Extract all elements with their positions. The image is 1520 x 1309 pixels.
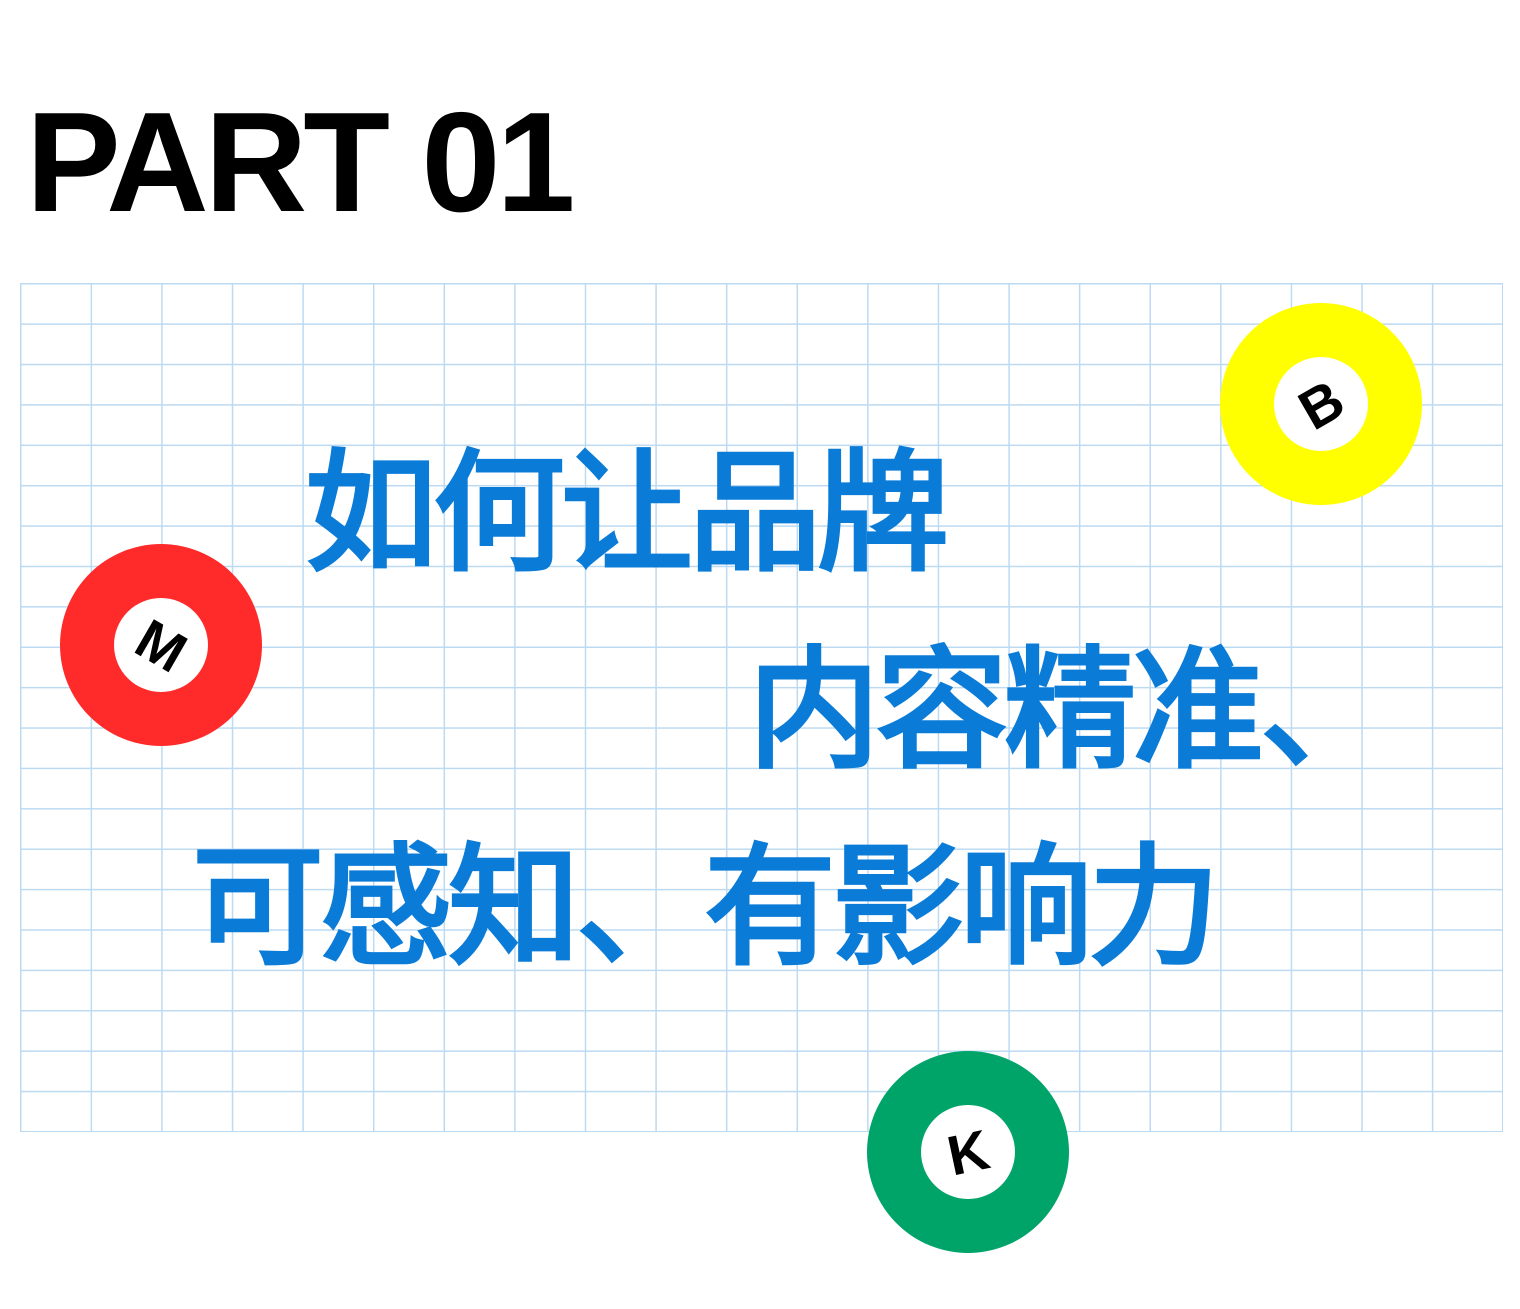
badge-m: M bbox=[60, 544, 262, 746]
badge-b-center: B bbox=[1274, 357, 1368, 451]
part-heading: PART 01 bbox=[26, 83, 575, 242]
badge-b: B bbox=[1220, 303, 1422, 505]
badge-k-letter: K bbox=[941, 1116, 995, 1188]
title-line-2: 内容精准、 bbox=[748, 634, 1392, 788]
badge-b-letter: B bbox=[1287, 366, 1355, 442]
badge-k: K bbox=[867, 1051, 1069, 1253]
title-line-1: 如何让品牌 bbox=[305, 437, 949, 591]
badge-m-center: M bbox=[114, 598, 208, 692]
badge-k-center: K bbox=[921, 1105, 1015, 1199]
badge-m-letter: M bbox=[125, 606, 197, 684]
title-line-3: 可感知、有影响力 bbox=[192, 831, 1220, 985]
